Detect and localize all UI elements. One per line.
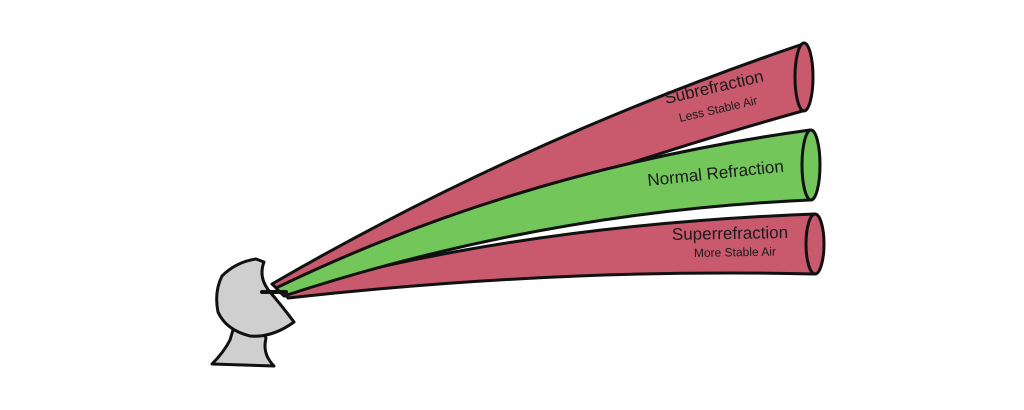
- superrefraction-beam: [282, 212, 826, 300]
- subrefraction-beam-end: [793, 41, 815, 113]
- superrefraction-title: Superrefraction: [672, 223, 789, 244]
- radar-dish: [215, 257, 296, 338]
- normal-refraction-beam-end: [800, 128, 822, 202]
- normal-refraction-beam: [274, 128, 822, 298]
- superrefraction-beam-end: [804, 212, 826, 276]
- superrefraction-subtitle: More Stable Air: [694, 245, 776, 260]
- radar-dish-icon: [210, 257, 296, 368]
